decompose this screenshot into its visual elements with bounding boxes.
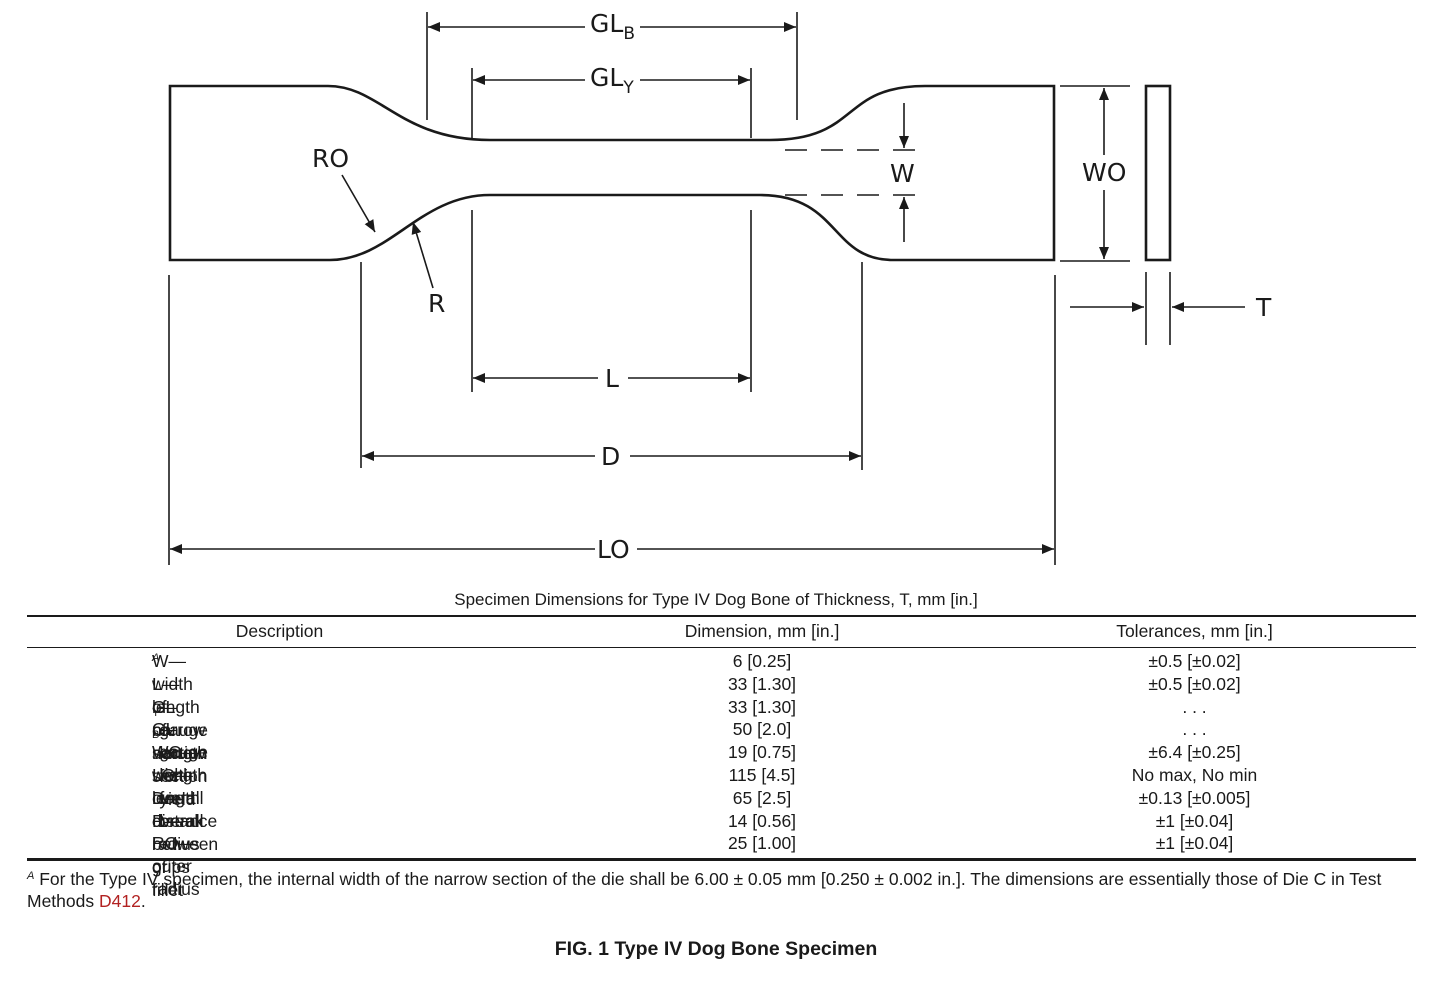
table-row: LO—length overall 115 [4.5] No max, No min <box>27 764 1416 831</box>
row-dimension: 65 [2.5] <box>732 787 792 808</box>
d412-link[interactable]: D412 <box>98 891 141 911</box>
table-footnote: A For the Type IV specimen, the internal… <box>27 868 1419 912</box>
lo-label: LO <box>597 535 630 564</box>
table-caption: Specimen Dimensions for Type IV Dog Bone… <box>454 590 978 609</box>
row-description-pre: R—radius of fillet <box>152 810 200 900</box>
d-label: D <box>601 442 620 471</box>
footnote-marker: A <box>27 870 35 882</box>
row-description-post: —gauge length for break <box>159 719 209 832</box>
row-description-sub: Y <box>152 706 160 719</box>
table-row: WO—width overall 19 [0.75] ±6.4 [±0.25] <box>27 741 1416 808</box>
l-label: L <box>605 364 619 393</box>
row-description-note: A <box>152 652 160 664</box>
row-description-pre: WO—width overall <box>152 742 204 809</box>
row-description-pre: RO—outer radius <box>152 833 200 900</box>
row-dimension: 6 [0.25] <box>732 651 792 671</box>
row-tolerance: ±0.5 [±0.02] <box>1148 651 1241 671</box>
specimen-outline <box>168 84 1056 262</box>
row-description-sub: B <box>152 729 160 742</box>
row-dimension: 33 [1.30] <box>727 696 797 717</box>
row-dimension: 50 [2.0] <box>732 719 792 740</box>
row-description-pre: W—width of narrow section <box>152 651 208 763</box>
row-dimension: 33 [1.30] <box>727 673 797 694</box>
row-dimension: 25 [1.00] <box>727 833 797 854</box>
row-description-post: —gauge length for yield <box>159 696 209 809</box>
row-tolerance: ±0.13 [±0.005] <box>1138 787 1251 808</box>
r-label: R <box>428 289 445 318</box>
row-tolerance: . . . <box>1182 696 1207 717</box>
row-tolerance: ±0.5 [±0.02] <box>1148 673 1241 694</box>
row-description-pre: L—length of narrow section <box>152 673 208 786</box>
header-dimension: Dimension, mm [in.] <box>684 621 840 641</box>
footnote-text: For the Type IV specimen, the internal w… <box>27 869 1382 911</box>
t-label: T <box>1255 293 1272 322</box>
table-header-row: Description Dimension, mm [in.] Toleranc… <box>27 620 1416 643</box>
row-description-pre: D—distance between grips <box>152 787 219 877</box>
row-description-pre: GL <box>152 696 176 717</box>
header-tolerance: Tolerances, mm [in.] <box>1116 621 1273 641</box>
ro-label: RO <box>312 144 349 173</box>
dog-bone-specimen-diagram: GLB GLY RO R W WO T L D LO <box>168 9 1272 565</box>
header-description: Description <box>235 621 324 641</box>
footnote-end: . <box>140 891 146 911</box>
thickness-side-view <box>1144 84 1172 262</box>
glb-label: GLB <box>590 9 635 44</box>
row-dimension: 19 [0.75] <box>727 742 797 763</box>
figure-title: FIG. 1 Type IV Dog Bone Specimen <box>554 938 878 960</box>
row-description-pre: LO—length overall <box>152 765 204 831</box>
row-tolerance: ±1 [±0.04] <box>1155 810 1234 831</box>
table-top-rule <box>27 615 1416 617</box>
row-tolerance: ±6.4 [±0.25] <box>1148 742 1241 763</box>
table-row: L—length of narrow section 33 [1.30] ±0.5 … <box>27 673 1416 786</box>
row-tolerance: . . . <box>1182 719 1207 740</box>
row-tolerance: ±1 [±0.04] <box>1155 833 1234 854</box>
table-header-rule <box>27 647 1416 648</box>
row-description-pre: GL <box>152 719 176 740</box>
table-bottom-rule <box>27 858 1416 861</box>
row-dimension: 14 [0.56] <box>727 810 797 831</box>
table-row: R—radius of fillet 14 [0.56] ±1 [±0.04] <box>27 810 1416 900</box>
table-row: RO—outer radius 25 [1.00] ±1 [±0.04] <box>27 832 1416 899</box>
table-row: D—distance between grips 65 [2.5] ±0.13 [±… <box>27 787 1416 877</box>
w-label: W <box>890 159 915 188</box>
wo-label: WO <box>1082 158 1126 187</box>
row-dimension: 115 [4.5] <box>728 765 796 785</box>
row-tolerance: No max, No min <box>1131 765 1258 785</box>
gly-label: GLY <box>590 63 634 98</box>
